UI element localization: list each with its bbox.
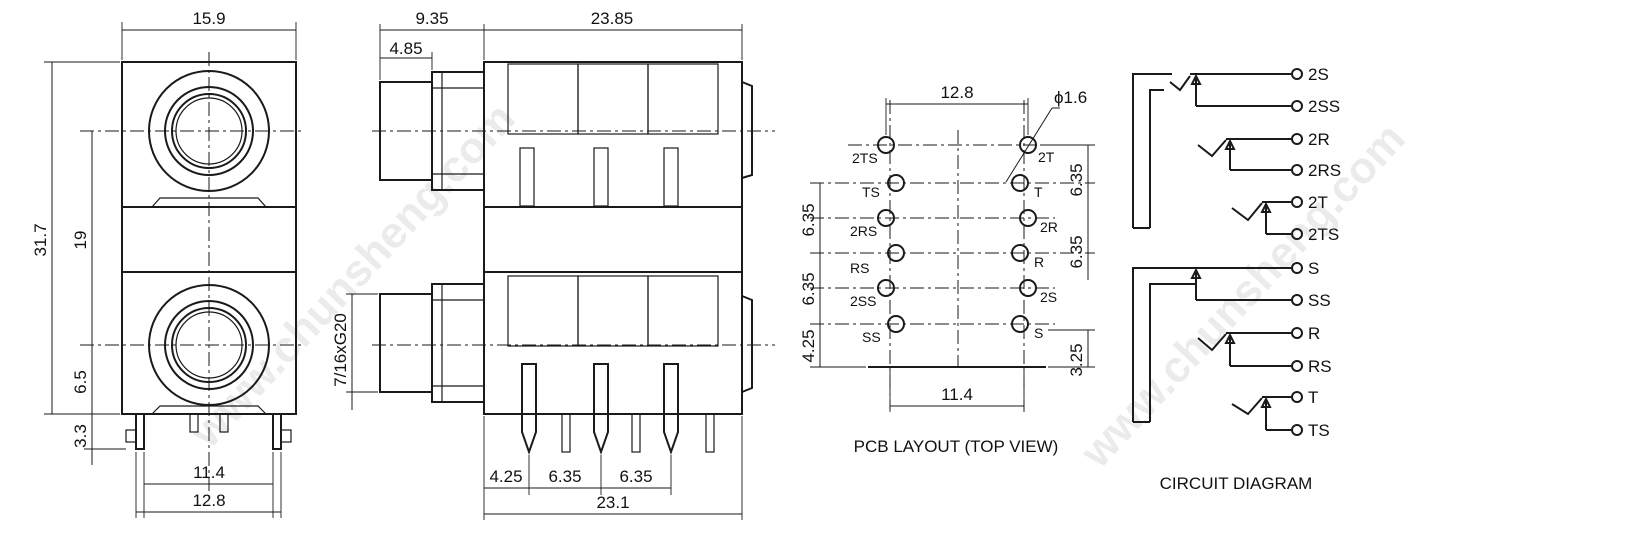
dim-bushing-length: 9.35 — [415, 9, 448, 28]
terminal-2s: 2S — [1308, 65, 1329, 84]
dim-pin-offset: 4.25 — [489, 467, 522, 486]
pin-label-2r: 2R — [1040, 219, 1058, 235]
dim-body-length: 23.85 — [591, 9, 634, 28]
terminal-rs: RS — [1308, 357, 1332, 376]
dim-hole-diameter: ϕ1.6 — [1054, 88, 1087, 107]
terminal-2t: 2T — [1308, 193, 1328, 212]
pin-label-s: S — [1034, 325, 1043, 341]
terminal-r: R — [1308, 324, 1320, 343]
terminal-ss: SS — [1308, 291, 1331, 310]
dim-pin-pitch-2: 6.35 — [619, 467, 652, 486]
terminal-s: S — [1308, 259, 1319, 278]
pin-label-ss: SS — [862, 329, 881, 345]
dim-thread: 7/16xG20 — [331, 313, 350, 387]
terminal-2r: 2R — [1308, 130, 1330, 149]
pin-label-t: T — [1034, 184, 1043, 200]
terminal-2ss: 2SS — [1308, 97, 1340, 116]
dim-left-pitch-1: 6.35 — [799, 203, 818, 236]
dim-right-pitch-3: 3.25 — [1067, 343, 1086, 376]
pin-label-2s: 2S — [1040, 289, 1057, 305]
dim-pin-length: 3.3 — [71, 424, 90, 448]
dim-pin-spacing-inner: 11.4 — [193, 463, 225, 482]
side-view — [372, 61, 775, 456]
dim-width: 15.9 — [192, 9, 225, 28]
terminal-2ts: 2TS — [1308, 225, 1339, 244]
pin-label-ts: TS — [862, 184, 880, 200]
pcb-layout-caption: PCB LAYOUT (TOP VIEW) — [854, 437, 1059, 456]
dim-right-pitch-2: 6.35 — [1067, 235, 1086, 268]
front-view-dimensions: 15.9 31.7 19 6.5 3.3 11.4 12.8 — [31, 9, 297, 518]
circuit-diagram-caption: CIRCUIT DIAGRAM — [1160, 474, 1313, 493]
terminal-2rs: 2RS — [1308, 161, 1341, 180]
terminal-ts: TS — [1308, 421, 1330, 440]
pin-label-2rs: 2RS — [850, 223, 877, 239]
pin-label-2t: 2T — [1038, 149, 1055, 165]
dim-jack-pitch: 19 — [71, 231, 90, 250]
dim-left-pitch-2: 6.35 — [799, 272, 818, 305]
dim-right-pitch-1: 6.35 — [1067, 163, 1086, 196]
dim-pin-spacing-outer: 12.8 — [192, 491, 225, 510]
dim-pin-span: 23.1 — [596, 493, 629, 512]
side-view-dimensions: 9.35 23.85 4.85 7/16xG20 4.25 6.35 6.35 … — [331, 9, 743, 520]
dim-height: 31.7 — [31, 223, 50, 256]
pin-label-r: R — [1034, 254, 1044, 270]
dim-row-spacing: 12.8 — [940, 83, 973, 102]
pin-label-rs: RS — [850, 260, 869, 276]
dim-lower-offset: 6.5 — [71, 370, 90, 394]
pin-label-2ss: 2SS — [850, 293, 876, 309]
dim-inner-spacing: 11.4 — [941, 385, 973, 404]
dim-left-pitch-3: 4.25 — [799, 329, 818, 362]
front-view — [80, 52, 305, 500]
circuit-diagram: 2S 2SS 2R 2RS 2T 2TS S SS R RS T TS CIRC… — [1132, 65, 1341, 493]
watermark: www.chunsheng.com — [1071, 114, 1415, 478]
pcb-layout: 2TS TS 2RS RS 2SS SS 2T T 2R R 2S S ϕ1.6… — [799, 83, 1095, 456]
dim-pin-pitch-1: 6.35 — [548, 467, 581, 486]
pin-label-2ts: 2TS — [852, 150, 878, 166]
dim-bushing-step: 4.85 — [389, 39, 422, 58]
terminal-t: T — [1308, 388, 1318, 407]
